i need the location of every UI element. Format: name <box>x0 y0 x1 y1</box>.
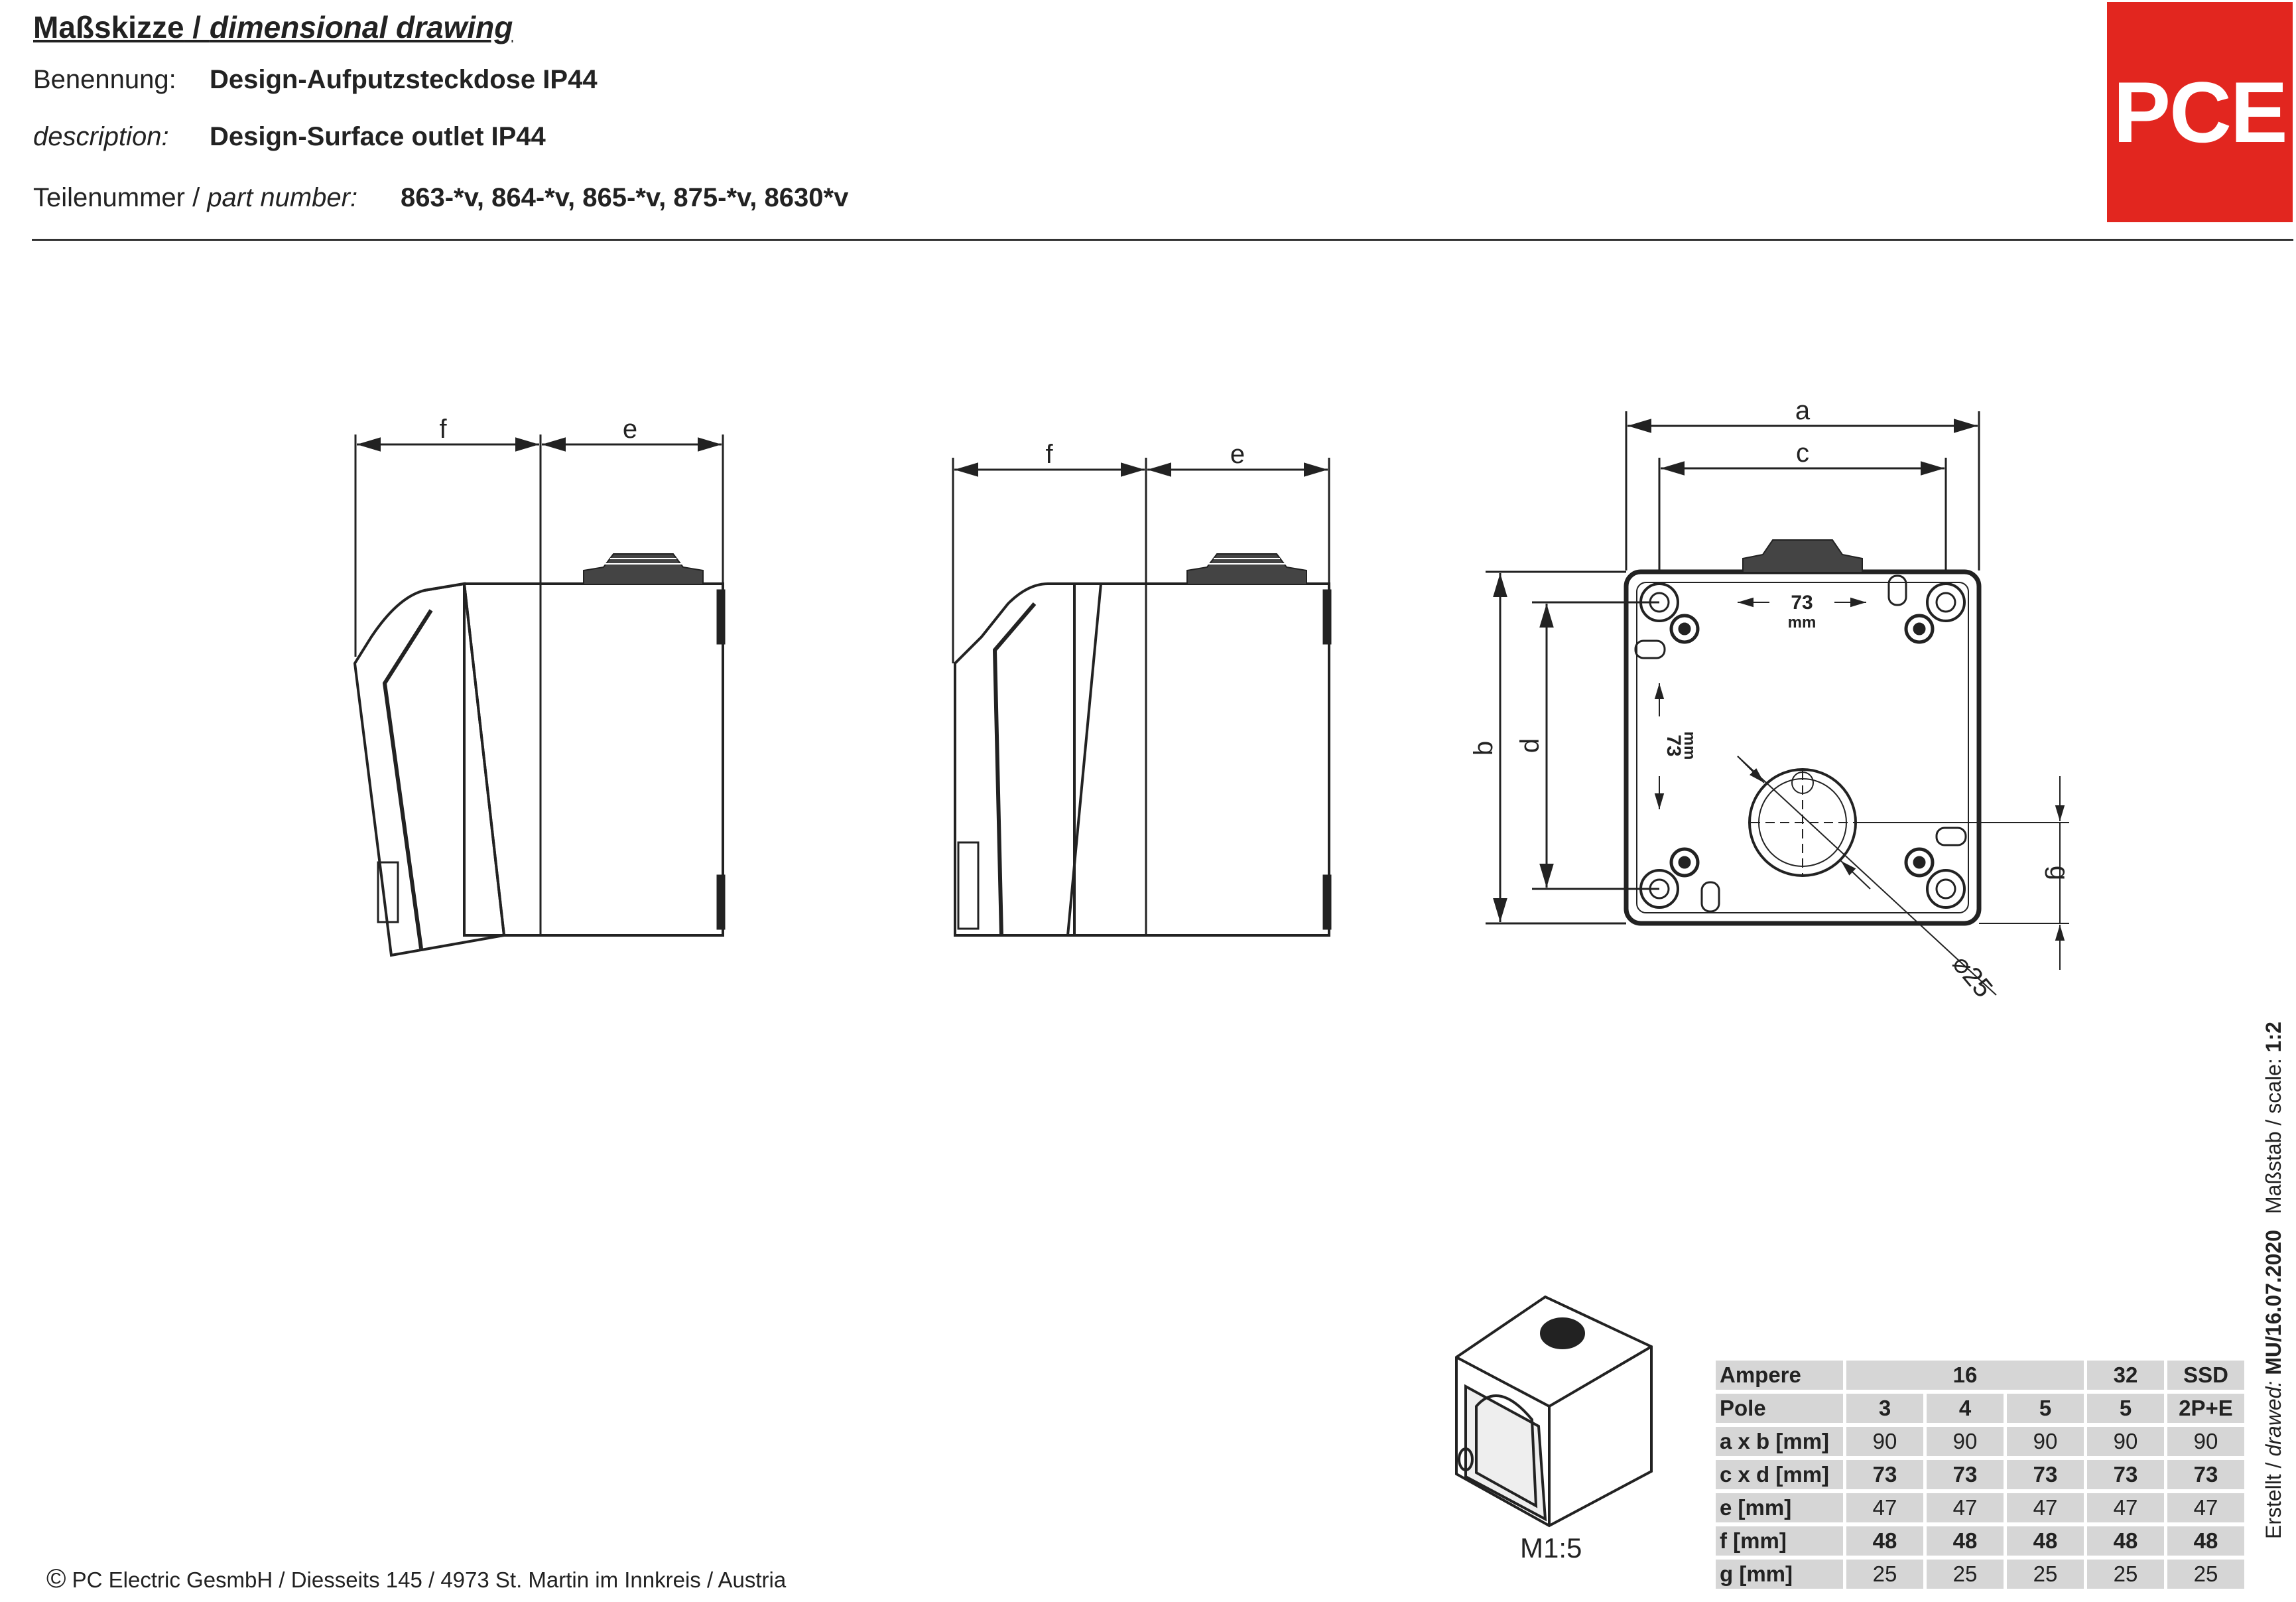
drawing-title: Maßskizze / dimensional drawing <box>33 10 513 44</box>
inner-dim-h-unit: mm <box>1788 614 1817 632</box>
pce-logo: PCE <box>2107 2 2293 222</box>
description-label: description: <box>33 122 169 151</box>
inner-dim-v-unit: mm <box>1681 732 1698 760</box>
table-row: Pole 3 4 5 5 2P+E <box>1716 1394 2244 1423</box>
dim-e-1: e <box>623 415 637 444</box>
inner-dim-h-value: 73 <box>1791 592 1813 614</box>
table-row: a x b [mm] 90 90 90 90 90 <box>1716 1427 2244 1456</box>
dim-f-2: f <box>1045 440 1053 469</box>
dim-e-2: e <box>1230 440 1245 469</box>
dim-a: a <box>1795 396 1811 425</box>
table-row: g [mm] 25 25 25 25 25 <box>1716 1560 2244 1589</box>
header-divider <box>32 239 2293 241</box>
table-row: Ampere 16 32 SSD <box>1716 1361 2244 1390</box>
scale-note: Maßstab / scale: 1:2 <box>2262 1022 2285 1214</box>
dim-b: b <box>1469 741 1498 756</box>
dim-g: g <box>2045 866 2074 880</box>
table-row: e [mm] 47 47 47 47 47 <box>1716 1493 2244 1522</box>
part-number-label: Teilenummer / part number: <box>33 183 358 212</box>
dim-f-1: f <box>439 415 447 444</box>
iso-view <box>1455 1295 1653 1528</box>
iso-scale-label: M1:5 <box>1520 1532 1582 1564</box>
table-row: c x d [mm] 73 73 73 73 73 <box>1716 1460 2244 1489</box>
inner-dim-v-value: 73 <box>1663 734 1685 756</box>
part-number-value: 863-*v, 864-*v, 865-*v, 875-*v, 8630*v <box>401 183 849 212</box>
spec-table: Ampere 16 32 SSD Pole 3 4 5 5 2P+E a x b… <box>1712 1357 2248 1593</box>
name-row: Benennung: Design-Aufputzsteckdose IP44 <box>33 65 598 95</box>
part-number-row: Teilenummer / part number: 863-*v, 864-*… <box>33 183 848 213</box>
description-value: Design-Surface outlet IP44 <box>210 122 546 151</box>
side-view-2 <box>952 458 1332 937</box>
side-view-1 <box>353 434 726 957</box>
dim-c: c <box>1796 438 1809 468</box>
copyright-icon: © <box>46 1564 66 1593</box>
name-label: Benennung: <box>33 65 176 94</box>
dim-diameter: ⌀25 <box>1946 949 1998 1003</box>
created-note: Erstellt / drawed: MU/16.07.2020 <box>2262 1229 2285 1539</box>
rear-view <box>1486 411 2069 996</box>
footer-copyright: © PC Electric GesmbH / Diesseits 145 / 4… <box>46 1564 787 1593</box>
name-value: Design-Aufputzsteckdose IP44 <box>210 65 598 94</box>
description-row: description: Design-Surface outlet IP44 <box>33 122 546 152</box>
dim-d: d <box>1515 738 1545 753</box>
table-row: f [mm] 48 48 48 48 48 <box>1716 1526 2244 1556</box>
